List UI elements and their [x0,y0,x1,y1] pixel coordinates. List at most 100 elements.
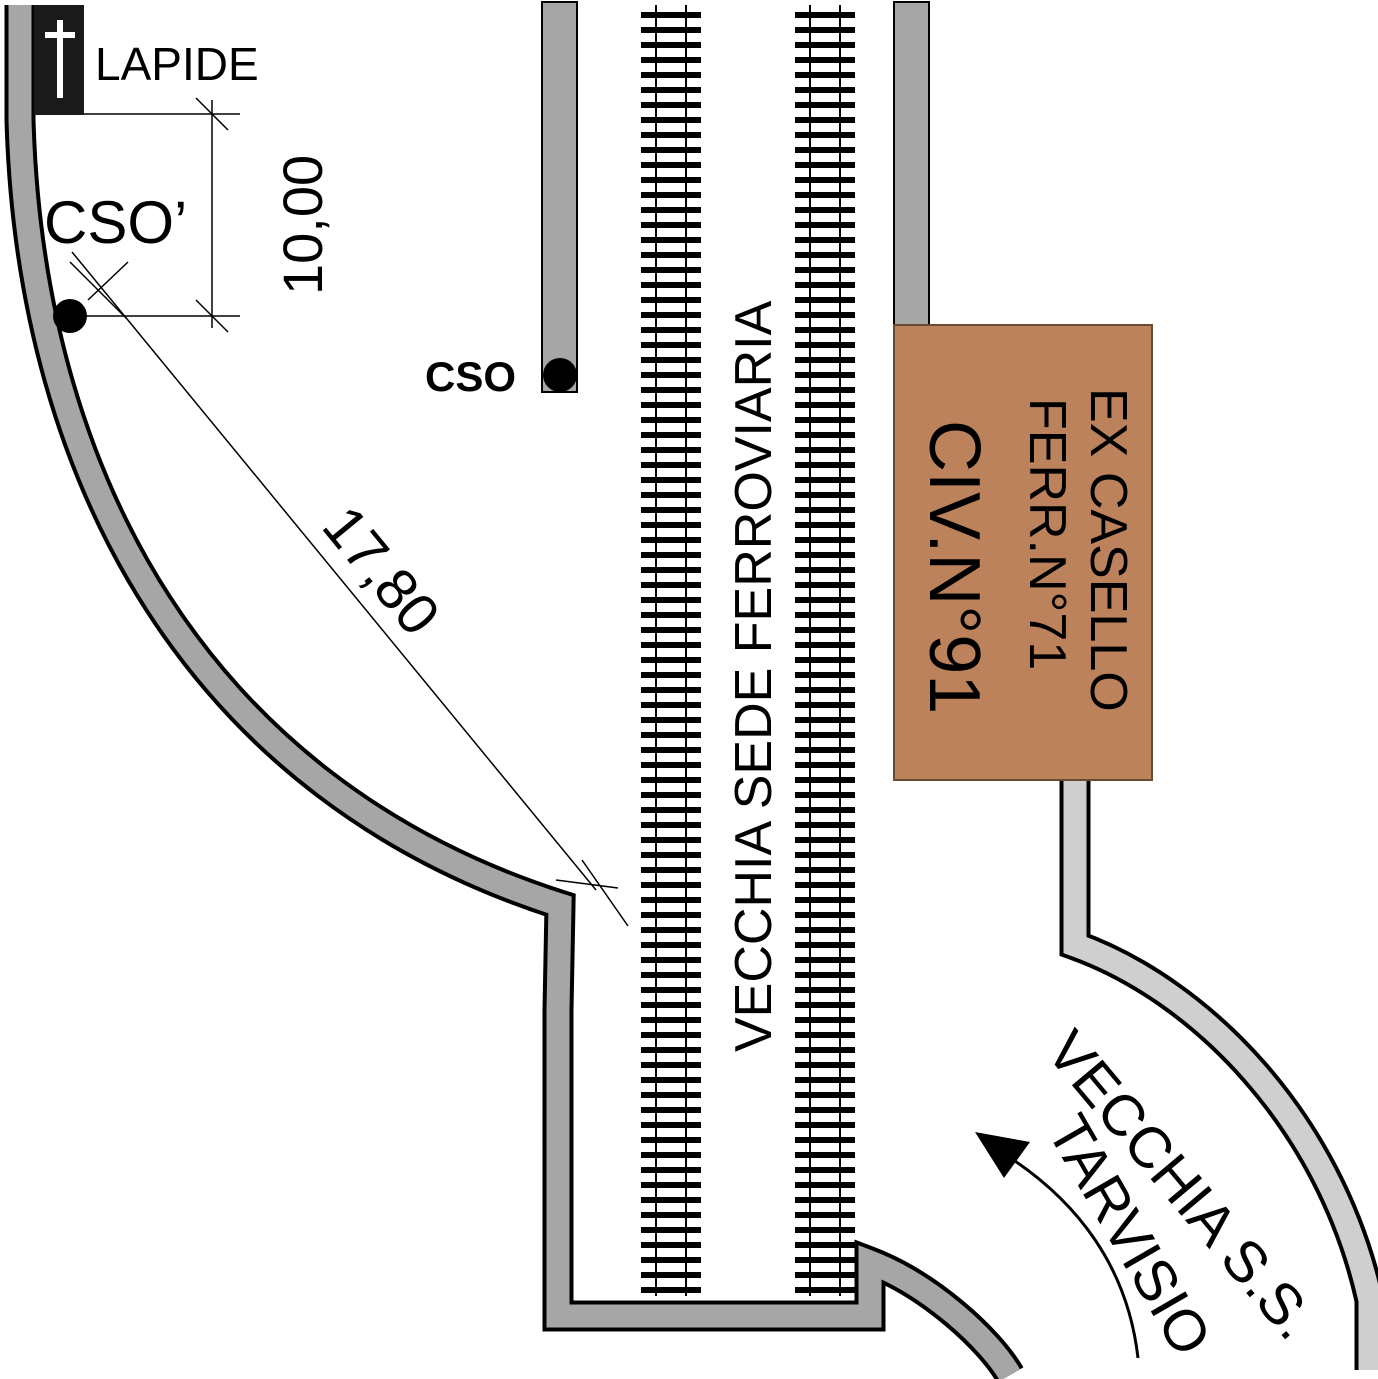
railway-tie [795,237,855,243]
railway-tie [795,1257,855,1263]
railway-tie [641,222,701,228]
railway-tie [641,1077,701,1083]
railway-tie [795,417,855,423]
railway-tie [795,717,855,723]
railway-tie [641,702,701,708]
railway-tie [795,1092,855,1098]
railway-tie [795,807,855,813]
railway-tie [641,1002,701,1008]
railway-tie [795,477,855,483]
railway-tie [795,297,855,303]
railway-tie [795,822,855,828]
vertical-dimension [84,97,240,333]
railway-tie [641,57,701,63]
railway-tie [795,72,855,78]
railway-tie [795,597,855,603]
railway-tie [641,1227,701,1233]
railway-tie [641,207,701,213]
railway-tie [641,132,701,138]
railway-tie [795,147,855,153]
railway-tie [641,417,701,423]
railway-tie [641,897,701,903]
railway-tie [795,642,855,648]
building-label-line2: FERR.N°71 [1018,398,1076,670]
ex-casello-building [893,324,1153,781]
railway-tie [641,42,701,48]
railway-tie [795,792,855,798]
railway-tie [641,192,701,198]
railway-tie [641,582,701,588]
cross-icon [45,20,75,98]
diagonal-dimension-label: 17,80 [310,494,452,647]
railway-tie [795,657,855,663]
railway-tie [795,117,855,123]
railway-tie [641,342,701,348]
railway-tie [795,672,855,678]
railway-tie [795,1062,855,1068]
railway-tie [641,1122,701,1128]
railway-tie [795,912,855,918]
railway-tie [641,1212,701,1218]
railway-tie [641,1167,701,1173]
railway-tie [641,117,701,123]
railway-tie [795,12,855,18]
railway-tie [795,507,855,513]
railway-tie [795,687,855,693]
railway-tie [795,1002,855,1008]
railway-tie [641,87,701,93]
railway-tie [641,777,701,783]
railway-tie [641,912,701,918]
railway-tie [641,267,701,273]
railway-tie [641,1197,701,1203]
railway-tie [641,612,701,618]
railway-tie [795,852,855,858]
railway-tie [641,687,701,693]
railway-tie [795,342,855,348]
railway-tie [795,1122,855,1128]
lapide-marker [34,5,84,115]
railway-label: VECCHIA SEDE FERROVIARIA [725,300,783,1052]
railway-tie [641,657,701,663]
cso-point [543,358,577,392]
cso-prime-label: CSO’ [44,189,187,256]
railway-tie [795,1032,855,1038]
railway-tie [795,897,855,903]
railway-tie [795,1017,855,1023]
railway-tie [641,927,701,933]
railway-tie [795,1287,855,1293]
railway-tie [641,1242,701,1248]
railway-tie [641,1257,701,1263]
railway-tie [795,1212,855,1218]
railway-tie [795,177,855,183]
railway-tie [795,102,855,108]
railway-tie [795,192,855,198]
railway-tie [641,327,701,333]
diagonal-dimension [69,251,629,927]
building-label-line1: EX CASELLO [1079,388,1137,712]
railway-tie [641,282,701,288]
railway-tie [641,717,701,723]
railway-tie [795,357,855,363]
railway-tie [641,147,701,153]
railway-tie [641,747,701,753]
railway-tie [641,672,701,678]
railway-tie [795,447,855,453]
railway-tie [795,957,855,963]
building-number-label: CIV.N°91 [914,420,994,714]
railway-tie [641,1062,701,1068]
railway-tie [641,507,701,513]
railway-tie [641,402,701,408]
railway-tie [641,72,701,78]
railway-tie [795,132,855,138]
railway-tie [641,1287,701,1293]
right-wall-upper [893,1,930,328]
railway-tie [641,597,701,603]
railway-tie [641,882,701,888]
railway-tie [641,1017,701,1023]
railway-tie [795,162,855,168]
railway-tie [641,297,701,303]
railway-tie [641,462,701,468]
railway-tie [641,1032,701,1038]
railway-tie [795,1167,855,1173]
